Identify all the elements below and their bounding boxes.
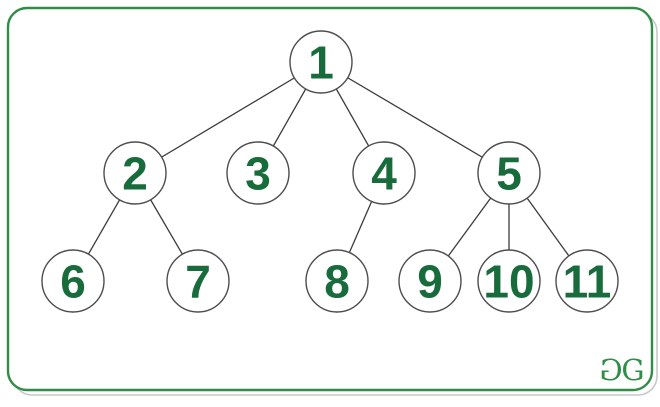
tree-node-circle-2	[103, 141, 167, 205]
tree-node-circle-11	[555, 249, 619, 313]
tree-node-circle-3	[226, 141, 290, 205]
tree-node-label-8: 8	[324, 255, 350, 307]
tree-node-label-6: 6	[60, 255, 86, 307]
tree-node-label-2: 2	[122, 147, 148, 199]
tree-node-8: 8	[305, 249, 369, 313]
tree-node-label-5: 5	[496, 147, 522, 199]
tree-node-circle-8	[305, 249, 369, 313]
tree-edge-1-5	[320, 61, 510, 174]
tree-node-circle-7	[166, 249, 230, 313]
tree-node-10: 10	[477, 249, 541, 313]
tree-node-11: 11	[555, 249, 619, 313]
tree-nodes: 1 2 3 4 5 6 7 8 9 10 11	[41, 30, 619, 313]
tree-node-label-11: 11	[563, 255, 612, 307]
tree-node-6: 6	[41, 249, 105, 313]
tree-node-label-1: 1	[308, 36, 334, 88]
tree-node-label-9: 9	[417, 255, 443, 307]
tree-node-5: 5	[477, 141, 541, 205]
tree-node-4: 4	[352, 141, 416, 205]
tree-node-7: 7	[166, 249, 230, 313]
tree-node-circle-10	[477, 249, 541, 313]
tree-node-circle-6	[41, 249, 105, 313]
tree-node-2: 2	[103, 141, 167, 205]
logo-mirrored-g: G	[599, 353, 622, 387]
tree-node-label-4: 4	[371, 147, 397, 199]
tree-node-1: 1	[289, 30, 353, 94]
tree-node-label-7: 7	[185, 255, 211, 307]
tree-node-circle-5	[477, 141, 541, 205]
tree-node-label-3: 3	[245, 147, 271, 199]
tree-node-9: 9	[398, 249, 462, 313]
geeksforgeeks-logo: G G	[599, 353, 644, 387]
tree-node-circle-9	[398, 249, 462, 313]
tree-node-3: 3	[226, 141, 290, 205]
tree-node-circle-1	[289, 30, 353, 94]
tree-node-label-10: 10	[483, 255, 534, 307]
logo-g: G	[621, 353, 644, 387]
tree-edge-1-2	[134, 61, 322, 174]
tree-node-circle-4	[352, 141, 416, 205]
